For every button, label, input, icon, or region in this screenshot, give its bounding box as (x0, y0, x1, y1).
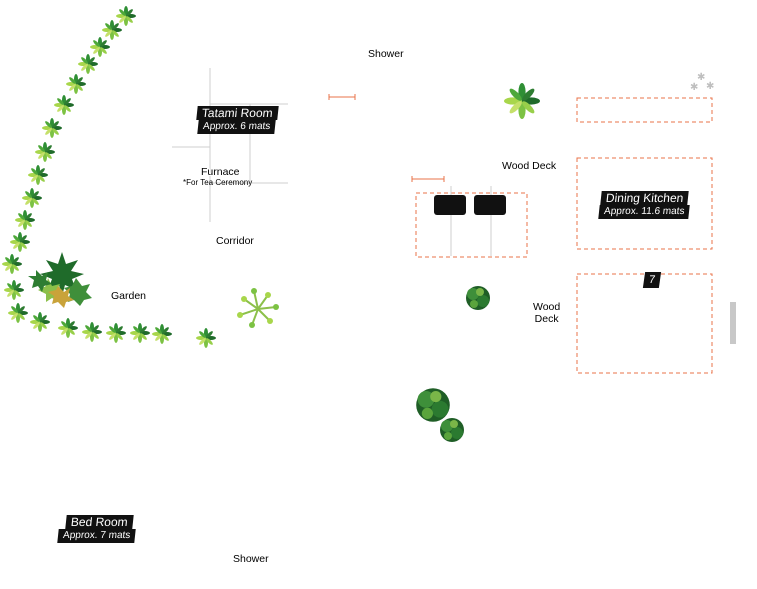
garden-label: Garden (111, 290, 147, 302)
leaf-hedge-icon (30, 312, 50, 332)
leaf-hedge-icon (15, 210, 35, 230)
seat-icon (434, 195, 466, 215)
dining-kitchen-title: Dining Kitchen (600, 191, 690, 205)
svg-text:✱: ✱ (706, 81, 714, 92)
bed-room-size: Approx. 7 mats (57, 529, 137, 543)
leaf-hedge-icon (66, 74, 86, 94)
tatami-room-title: Tatami Room (196, 106, 279, 120)
wood-deck-side-line1: Wood (533, 301, 561, 313)
wood-deck-side-label: Wood Deck (533, 301, 561, 325)
leaf-hedge-icon (82, 322, 102, 342)
leaf-hedge-icon (504, 83, 540, 119)
furnace-note: *For Tea Ceremony (183, 178, 253, 187)
svg-text:✱: ✱ (690, 82, 698, 93)
shrub-icon (237, 288, 279, 328)
sparkle-icon: ✱ ✱ ✱ (690, 72, 714, 93)
room-number-badge: 7 (642, 272, 662, 288)
shower-bottom-label: Shower (233, 553, 269, 565)
leaf-hedge-icon (152, 324, 172, 344)
dashed-outlines (415, 97, 713, 374)
room-7-outline (576, 273, 713, 374)
leaf-hedge-icon (58, 318, 78, 338)
storage-outline (576, 97, 713, 123)
shower-top-label: Shower (368, 48, 404, 60)
wood-deck-side-line2: Deck (534, 312, 559, 325)
leaf-hedge-icon (35, 142, 55, 162)
tatami-room-size: Approx. 6 mats (197, 120, 277, 134)
seating (434, 186, 506, 256)
wood-deck-top-label: Wood Deck (502, 160, 557, 172)
leaf-hedge-icon (78, 54, 98, 74)
leaf-hedge-icon (54, 95, 74, 115)
leaf-hedge-icon (2, 254, 22, 274)
leaf-hedge-icon (90, 37, 110, 57)
leaf-hedge-icon (106, 323, 126, 343)
garden-hedge (2, 6, 216, 348)
furnace-label: Furnace (201, 166, 240, 178)
shrub-icon (416, 286, 490, 442)
leaf-hedge-icon (22, 188, 42, 208)
leaf-hedge-icon (10, 232, 30, 252)
leaf-hedge-icon (42, 118, 62, 138)
deck-marker (411, 176, 445, 182)
entrance-marker (730, 302, 736, 344)
svg-text:✱: ✱ (697, 72, 705, 83)
bed-room-title: Bed Room (65, 515, 134, 529)
leaf-hedge-icon (102, 20, 122, 40)
seat-icon (474, 195, 506, 215)
leaf-hedge-icon (28, 165, 48, 185)
tatami-room-walls (172, 68, 288, 222)
dining-kitchen-outline (576, 157, 713, 250)
corridor-label: Corridor (216, 235, 254, 247)
leaf-hedge-icon (4, 280, 24, 300)
leaf-hedge-icon (116, 6, 136, 26)
leaf-hedge-icon (130, 323, 150, 343)
shower-top-marker (328, 94, 356, 100)
leaf-hedge-icon (8, 303, 28, 323)
dining-kitchen-size: Approx. 11.6 mats (598, 205, 691, 219)
maple-tree-icon (28, 252, 92, 308)
leaf-hedge-icon (196, 328, 216, 348)
wood-deck-seating-outline (415, 192, 528, 258)
